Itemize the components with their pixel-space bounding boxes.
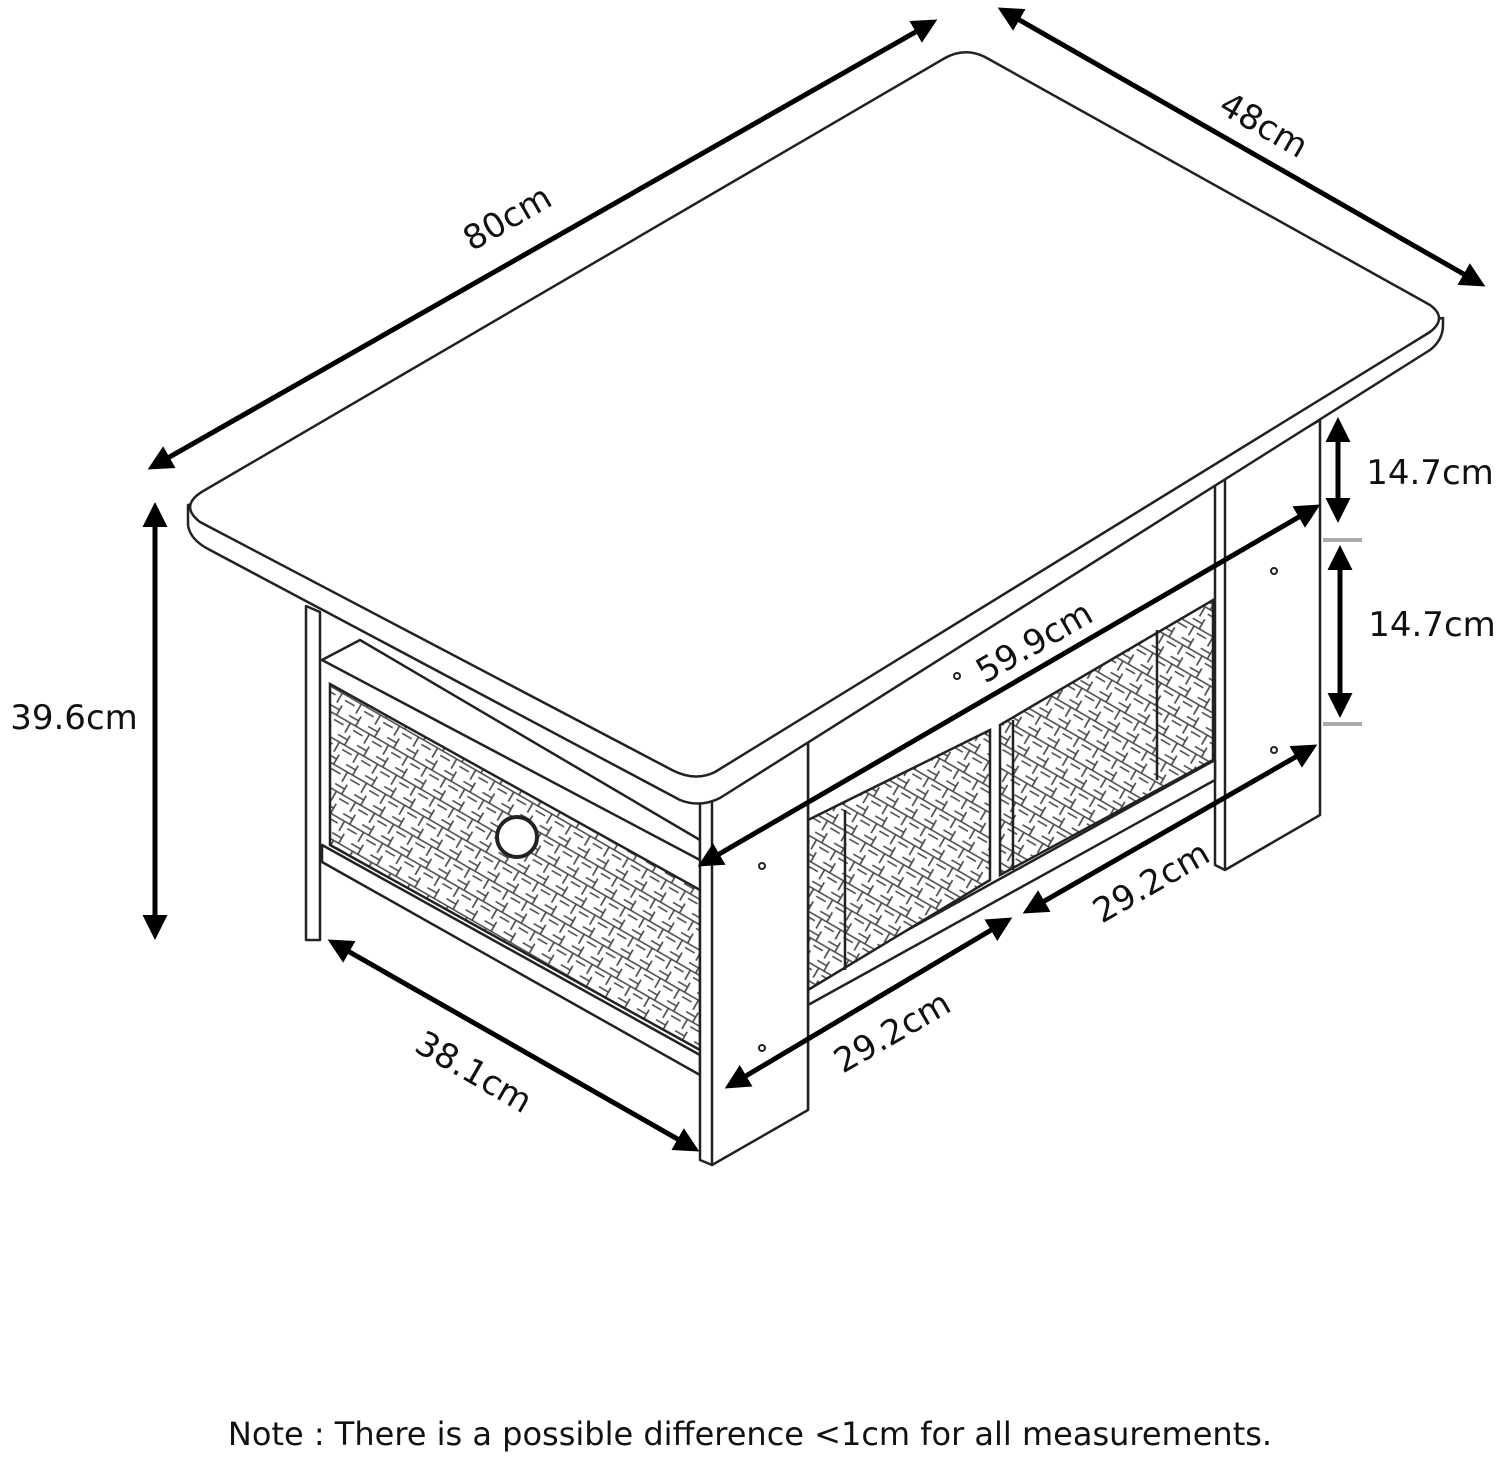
depth-label: 48cm [1212,84,1314,166]
height-label: 39.6cm [10,698,138,738]
bin-width-left-label: 29.2cm [827,983,957,1081]
inner-width-arrow [697,504,1321,867]
measurement-note: Note : There is a possible difference <1… [227,1415,1273,1453]
length-label: 80cm [456,177,558,259]
depth-arrow [997,7,1486,287]
bin-height-label: 14.7cm [1368,605,1496,645]
back-right-leg [1213,418,1322,872]
bin-width-right-arrow [1022,744,1318,914]
bin-handle [495,815,539,859]
side-bin-depth-label: 38.1cm [408,1023,538,1121]
upper-clearance-label: 14.7cm [1366,453,1494,493]
bin-width-right-label: 29.2cm [1086,833,1216,931]
side-bin-depth-arrow [327,939,700,1152]
length-arrow [147,19,938,470]
bin-width-left-arrow [724,917,1013,1089]
left-side-panel [304,604,322,942]
